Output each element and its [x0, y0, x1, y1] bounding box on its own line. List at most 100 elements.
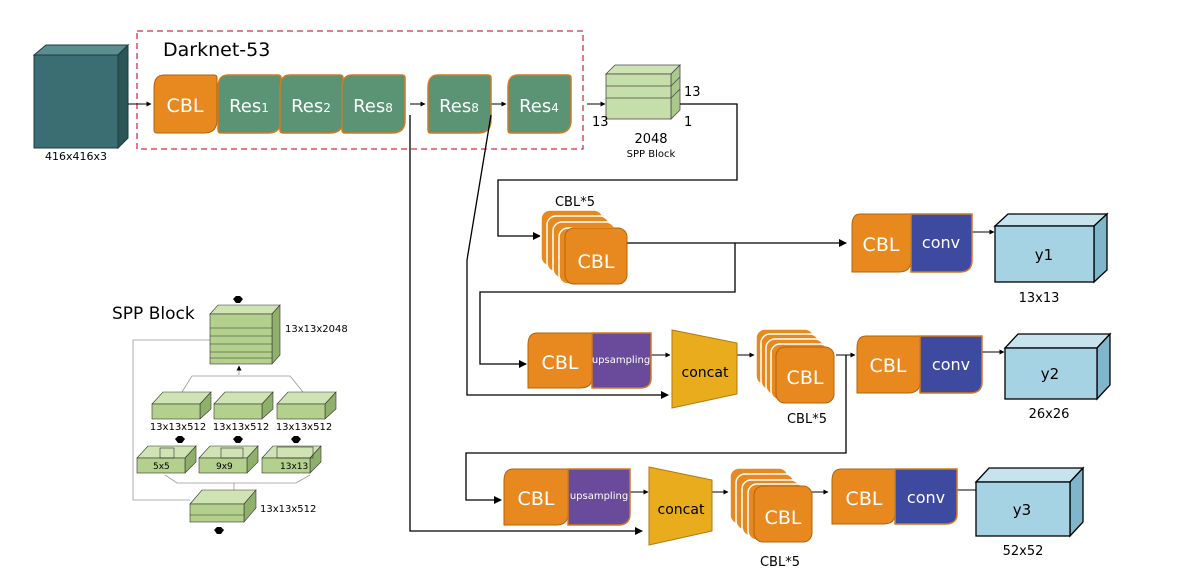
- y1-label: y1: [1035, 246, 1053, 264]
- head1-stack-cbl-label: CBL: [578, 251, 615, 273]
- head1-cbl-label: CBL: [863, 234, 900, 256]
- spp-detail-pool-slab-3: [261, 445, 322, 474]
- spp-detail-pool-label-3: 13x13: [280, 462, 308, 472]
- spp-detail-mid-slab-3: [276, 391, 337, 420]
- head2-cbl2-block: CBL: [856, 335, 921, 394]
- head2-cbl-label: CBL: [542, 352, 579, 374]
- res1-sub: 1: [261, 101, 269, 115]
- head3-cbl2-label: CBL: [846, 488, 883, 510]
- spp-detail-bottom-label: 13x13x512: [260, 504, 316, 515]
- spp-detail-mid-label-3: 13x13x512: [276, 422, 332, 433]
- res1-block: Res1: [217, 74, 282, 134]
- spp-detail-mid-label-1: 13x13x512: [150, 422, 206, 433]
- svg-text:Res4: Res4: [519, 96, 559, 117]
- head2-cbl2-label: CBL: [870, 355, 907, 377]
- connector-head2-head3: [465, 355, 847, 504]
- spp-detail-title: SPP Block: [112, 304, 195, 324]
- head2-conv-label: conv: [932, 355, 970, 374]
- spp-detail-top-label: 13x13x2048: [285, 324, 348, 335]
- head2-concat-label: concat: [682, 365, 729, 381]
- head2-stack-caption: CBL*5: [787, 412, 827, 427]
- head2-cbl-stack: [755, 328, 835, 404]
- backbone-cbl-label: CBL: [167, 95, 204, 117]
- spp-detail-arrowhead-2: [233, 436, 243, 443]
- spp-detail-mid-slab-1: [151, 391, 212, 420]
- res2-label: Res: [291, 96, 323, 117]
- svg-text:Res8: Res8: [439, 96, 479, 117]
- y2-label: y2: [1041, 365, 1059, 383]
- spp-detail-pool-label-2: 9x9: [216, 462, 233, 472]
- y1-size: 13x13: [1019, 291, 1060, 306]
- head3-cbl-block: CBL: [503, 468, 569, 526]
- spp-detail-split-line: [164, 474, 311, 484]
- head1-cbl-block: CBL: [851, 213, 912, 273]
- res8a-label: Res: [353, 96, 385, 117]
- svg-text:Res2: Res2: [291, 96, 331, 117]
- spp-detail-merge-line: [181, 375, 304, 393]
- svg-text:Res1: Res1: [229, 96, 269, 117]
- head2-upsampling-label: upsampling: [592, 355, 650, 366]
- head2-concat-block: concat: [671, 329, 738, 409]
- head3-cbl-label: CBL: [518, 488, 555, 510]
- head3-stack-cbl-label: CBL: [765, 507, 802, 529]
- spp-top-stack: [605, 64, 681, 120]
- connector-res8b-concat2: [466, 114, 669, 399]
- spp-detail-mid-slab-2: [213, 391, 274, 420]
- connector-spp-head1: [497, 103, 738, 240]
- head1-conv-block: conv: [910, 213, 973, 273]
- head3-conv-label: conv: [907, 488, 945, 507]
- head3-stack-caption: CBL*5: [760, 555, 800, 570]
- res4-label: Res: [519, 96, 551, 117]
- head3-cbl2-block: CBL: [831, 468, 896, 525]
- spp-detail-arrowhead-1: [175, 436, 185, 443]
- darknet-title: Darknet-53: [163, 39, 270, 61]
- svg-text:Res8: Res8: [353, 96, 393, 117]
- head3-concat-block: concat: [648, 466, 713, 546]
- head1-stack-caption: CBL*5: [555, 195, 595, 210]
- head2-upsampling-block: upsampling: [591, 332, 652, 389]
- y3-output: y3: [974, 466, 1085, 538]
- spp-detail-pool-slab-2: [198, 445, 259, 474]
- spp-dim-h: 13: [684, 85, 701, 100]
- y3-label: y3: [1013, 501, 1031, 519]
- head3-conv-block: conv: [894, 468, 958, 525]
- backbone-cbl-block: CBL: [153, 74, 218, 134]
- spp-dim-w: 13: [592, 115, 609, 130]
- head2-conv-block: conv: [919, 335, 983, 394]
- connector-res8a-concat3: [409, 115, 643, 535]
- y3-size: 52x52: [1003, 544, 1044, 559]
- head2-cbl-block: CBL: [527, 332, 593, 389]
- res8b-block: Res8: [427, 74, 492, 134]
- res2-sub: 2: [323, 101, 331, 115]
- res8b-label: Res: [439, 96, 471, 117]
- spp-skip-line: [132, 339, 210, 501]
- spp-caption: SPP Block: [627, 149, 676, 160]
- spp-channels: 2048: [634, 132, 667, 147]
- spp-detail-mid-label-2: 13x13x512: [213, 422, 269, 433]
- input-size-label: 416x416x3: [45, 150, 107, 163]
- head3-upsampling-block: upsampling: [567, 468, 631, 526]
- spp-detail-pool-slab-1: [136, 445, 197, 474]
- spp-detail-top-stack: [209, 304, 281, 365]
- head3-upsampling-label: upsampling: [570, 491, 628, 502]
- res2-block: Res2: [279, 74, 344, 134]
- spp-detail-pool-label-1: 5x5: [153, 462, 170, 472]
- head2-stack-cbl-label: CBL: [787, 367, 824, 389]
- head3-concat-label: concat: [658, 502, 705, 518]
- res8b-sub: 8: [471, 101, 479, 115]
- y2-size: 26x26: [1029, 407, 1070, 422]
- y2-output: y2: [1003, 332, 1112, 401]
- input-tensor: [32, 43, 130, 150]
- res4-block: Res4: [507, 74, 572, 134]
- spp-dim-d: 1: [684, 115, 692, 130]
- spp-detail-top-arrowhead: [233, 296, 243, 303]
- darknet-53-box: [136, 30, 584, 150]
- y1-output: y1: [993, 212, 1109, 284]
- head1-cbl-stack: [540, 209, 628, 285]
- spp-detail-bottom-slab: [189, 489, 257, 523]
- res4-sub: 4: [551, 101, 559, 115]
- head3-cbl-stack: [729, 467, 813, 543]
- head1-conv-label: conv: [922, 233, 960, 252]
